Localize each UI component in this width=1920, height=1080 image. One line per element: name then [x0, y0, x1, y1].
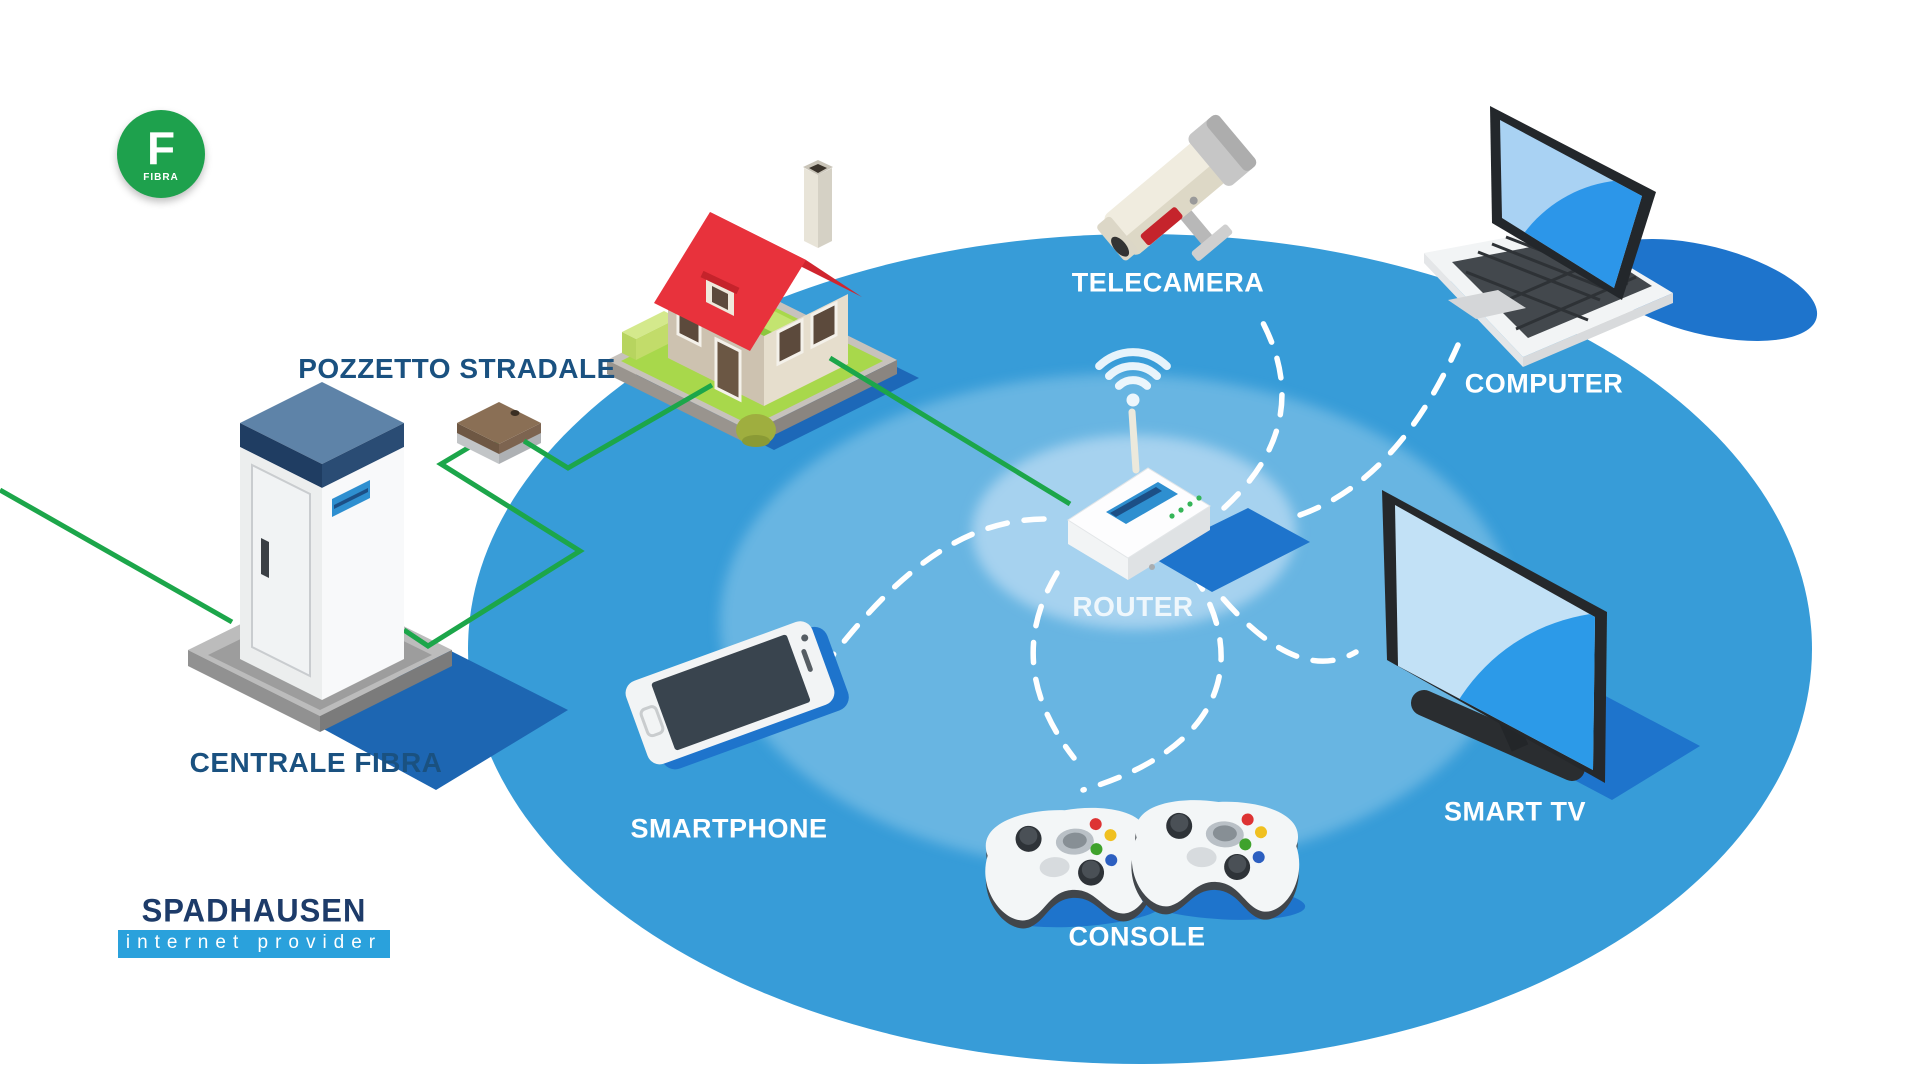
- wifi-link-telecamera: [1221, 309, 1285, 511]
- label-console: CONSOLE: [1068, 921, 1206, 952]
- fiber-line-in: [0, 487, 234, 625]
- tv-icon: [1382, 490, 1700, 800]
- street-manhole-icon: [457, 402, 541, 464]
- wifi-link-console-2: [1030, 570, 1077, 761]
- logo-title: SPADHAUSEN: [141, 892, 367, 929]
- fibra-badge-label: FIBRA: [143, 172, 179, 183]
- fiber-line-to-router: [828, 355, 1072, 507]
- cctv-camera-icon: [1097, 114, 1257, 261]
- wifi-router-icon: [1067, 408, 1310, 592]
- wifi-signal-icon: [1095, 348, 1171, 407]
- wifi-link-smartphone: [805, 516, 1047, 691]
- wifi-link-computer: [1297, 342, 1461, 518]
- house-icon: [522, 160, 919, 471]
- fiber-cabinet-icon: [188, 382, 585, 790]
- label-centrale-fibra: CENTRALE FIBRA: [189, 747, 443, 778]
- laptop-icon: [1424, 106, 1818, 367]
- fibra-badge-letter: F: [146, 122, 176, 174]
- logo-subtitle: internet provider: [118, 930, 390, 958]
- label-pozzetto-stradale: POZZETTO STRADALE: [298, 353, 616, 384]
- gamepad-icon: [985, 800, 1306, 929]
- label-smart-tv: SMART TV: [1444, 796, 1586, 827]
- smartphone-icon: [625, 621, 849, 770]
- spadhausen-logo: SPADHAUSEN internet provider: [118, 892, 390, 958]
- label-smartphone: SMARTPHONE: [630, 813, 828, 844]
- wifi-link-console: [1080, 569, 1224, 793]
- wifi-coverage-area: [468, 234, 1812, 1064]
- wifi-link-smart-tv: [1197, 567, 1359, 664]
- label-computer: COMPUTER: [1464, 368, 1624, 399]
- wifi-links: [805, 309, 1461, 793]
- label-telecamera: TELECAMERA: [1071, 267, 1265, 298]
- label-router: ROUTER: [1072, 591, 1194, 622]
- fibra-badge: F FIBRA: [117, 110, 205, 198]
